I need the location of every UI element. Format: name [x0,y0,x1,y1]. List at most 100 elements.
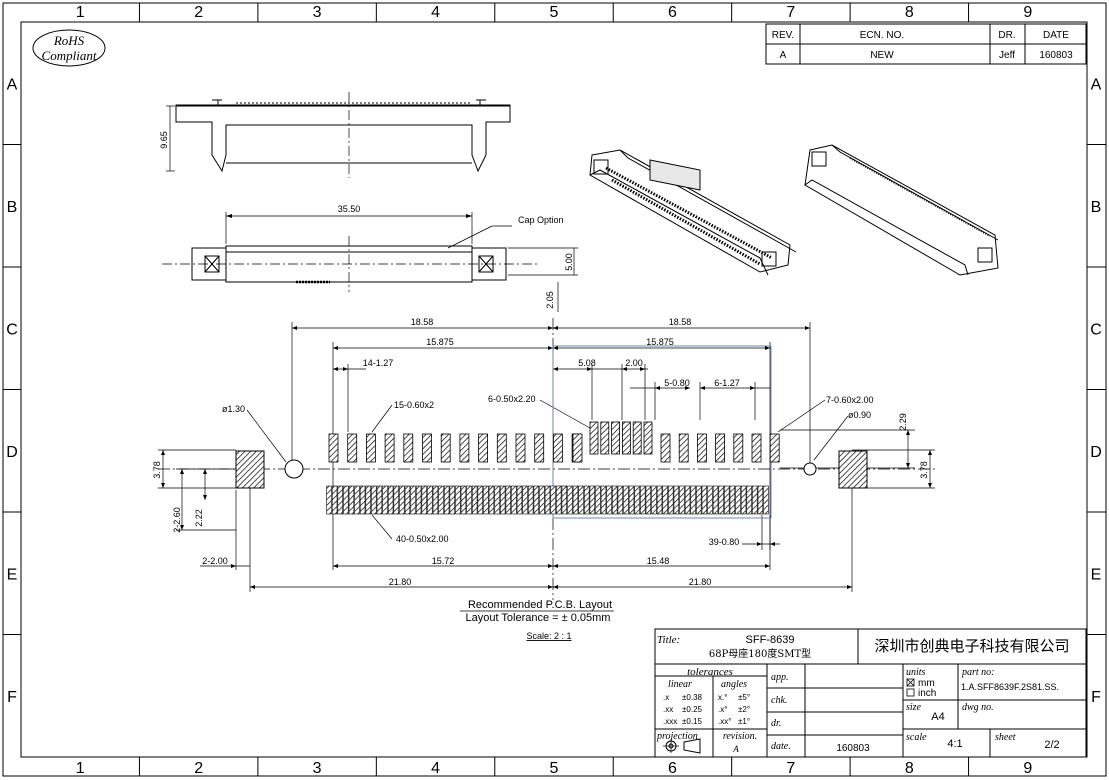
smt-pad [387,485,394,515]
rev-value: A [780,50,787,61]
linear-row-1-val: ±0.38 [682,693,703,702]
dim-1548: 15.48 [647,556,670,566]
border-col-label: 4 [431,760,440,777]
rev-header: REV. [772,30,794,41]
linear-row-2-val: ±0.25 [682,705,703,714]
part-no-value: 1.A.SFF8639F.2S81.SS. [961,682,1059,692]
smt-pad [478,433,489,463]
smt-pad [337,485,343,515]
border-col-label: 2 [194,4,203,21]
smt-pad [326,485,332,515]
smt-pad [421,485,427,515]
smt-pad [477,485,483,515]
smt-pad [527,485,534,515]
sheet-label: sheet [995,732,1016,743]
border-row-label: B [7,199,18,216]
border-col-label: 7 [786,760,795,777]
smt-pad [376,485,383,515]
revision-value: A [732,744,739,754]
dimension-arrow [655,386,660,390]
rohs-line1: RoHS [53,33,85,48]
dimension-arrow [161,450,165,455]
border-row-label: C [1090,321,1102,338]
dim-2-200: 2-2.00 [202,556,228,566]
smt-pad [697,433,707,463]
revision-label: revision. [723,731,757,742]
revision-block: REV. ECN. NO. DR. DATE A NEW Jeff 160803 [765,23,1087,65]
hole-left-label: ø1.30 [222,404,245,414]
dim-378-right: 3.78 [919,461,929,479]
dimension-arrow [770,542,775,546]
rohs-stamp: RoHS Compliant [32,29,106,67]
angle-row-2-val: ±2° [738,705,750,714]
smt-pad [715,433,725,463]
dimension-arrow [685,386,690,390]
units-label: units [906,667,926,678]
linear-row-3-key: .xxx [663,717,677,726]
border-row-label: F [1091,689,1101,706]
dim-2180-right: 21.80 [689,577,712,587]
smt-pad [678,433,689,463]
border-col-label: 1 [76,760,85,777]
dim-top-right: 18.58 [669,317,692,327]
company-name: 深圳市创典电子科技有限公司 [874,637,1069,655]
chk-label: chk. [771,695,787,706]
smt-pad [466,485,472,515]
dr-header: DR. [998,30,1015,41]
linear-label: linear [668,679,692,690]
dim-6-127: 6-1.27 [714,378,740,388]
smt-pad [673,485,680,515]
smt-pad-center [643,421,653,455]
dimension-arrow [928,483,932,488]
smt-pad [328,433,339,463]
dimension-arrow [180,525,184,530]
dimension-arrow [553,326,558,330]
smt-pad [443,485,450,515]
smt-pad [556,485,562,515]
smt-pad [382,485,388,515]
dimension-arrow [180,469,184,474]
smt-pad [751,433,762,463]
dimension-arrow [548,326,553,330]
pcb-caption-2: Layout Tolerance = ± 0.05mm [466,612,611,624]
dimension-arrow [553,346,558,350]
dimension-arrow [250,585,255,589]
dimension-arrow [805,326,810,330]
smt-pad [718,485,724,515]
border-col-label: 1 [76,4,85,21]
pad-7-label: 7-0.60x2.00 [826,395,874,405]
smt-pad [516,485,523,515]
smt-pad [769,433,780,463]
border-row-label: C [6,321,18,338]
ecn-value: NEW [870,50,894,61]
smt-pad [544,485,551,515]
dim-222: 2.22 [194,509,204,527]
top-width-dim: 5.00 [564,253,574,271]
smt-pad [707,485,713,515]
side-view [166,92,511,178]
smt-pad [403,433,414,463]
dimension-arrow [553,585,558,589]
smt-pad [550,485,556,515]
dimension-arrow [548,585,553,589]
angle-row-2-key: .x° [718,705,727,714]
angle-row-3-key: .xx° [718,717,731,726]
date-value: 160803 [1039,50,1073,61]
dimension-arrow [622,367,627,371]
dimension-arrow [161,483,165,488]
border-row-label: B [1091,199,1102,216]
smt-pad [348,485,355,515]
border-col-label: 5 [550,760,559,777]
smt-pad [729,485,736,515]
dim-39-080: 39-0.80 [709,537,740,547]
date-header: DATE [1043,30,1069,41]
dimension-arrow [587,367,592,371]
linear-row-2-key: .xx [663,705,673,714]
border-row-label: D [1090,444,1102,461]
title-label: Title: [657,634,680,646]
angle-row-1-val: ±5° [738,693,750,702]
dim-5-080: 5-0.80 [664,378,690,388]
pads-bottom-row [326,485,769,515]
border-col-label: 9 [1023,4,1032,21]
smt-pad [606,485,612,515]
